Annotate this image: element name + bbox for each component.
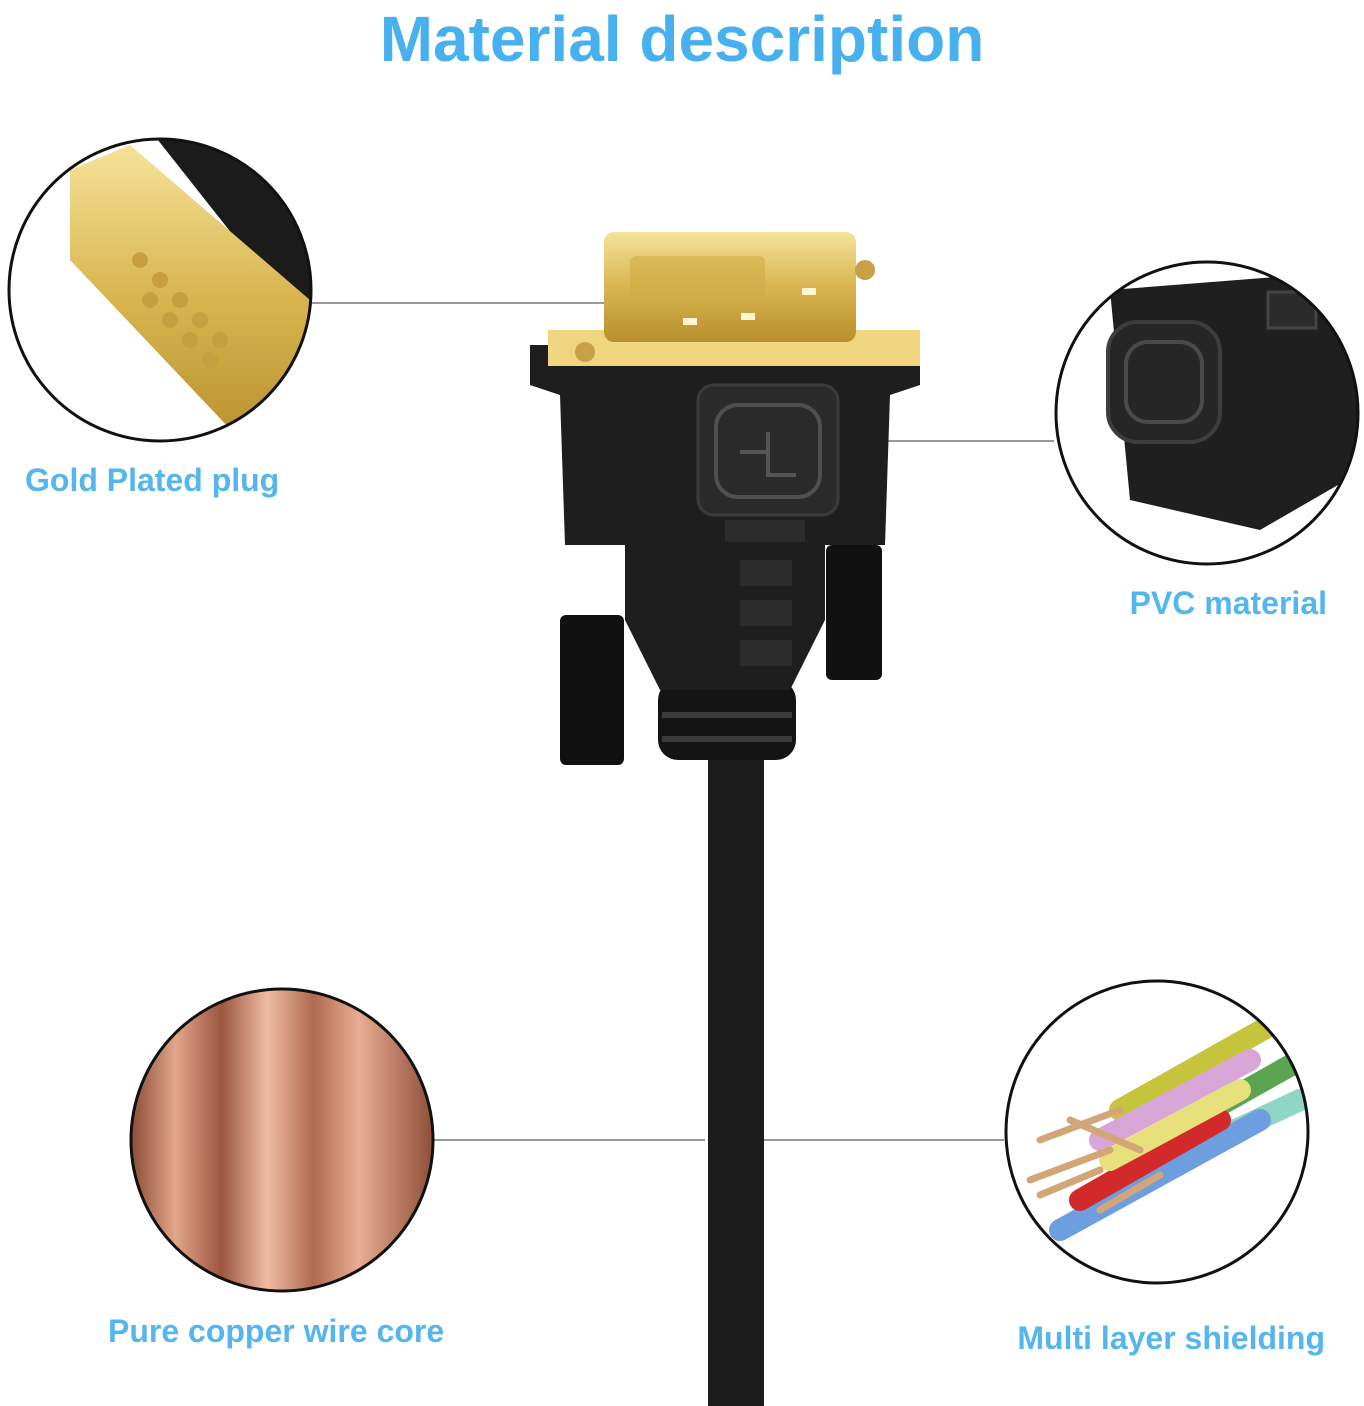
pvc-closeup bbox=[1054, 260, 1360, 566]
cable bbox=[708, 740, 764, 1406]
copper-core-label: Pure copper wire core bbox=[108, 1313, 445, 1349]
shielding-closeup bbox=[1004, 979, 1310, 1285]
page-title: Material description bbox=[379, 3, 985, 75]
copper-closeup bbox=[129, 987, 435, 1293]
dvi-connector-body bbox=[530, 232, 920, 765]
pvc-material-label: PVC material bbox=[1129, 585, 1327, 621]
gold-plated-plug-label: Gold Plated plug bbox=[25, 462, 280, 498]
gold-plug-closeup bbox=[7, 137, 313, 443]
strain-relief bbox=[658, 680, 796, 760]
shielding-label: Multi layer shielding bbox=[1017, 1320, 1325, 1356]
